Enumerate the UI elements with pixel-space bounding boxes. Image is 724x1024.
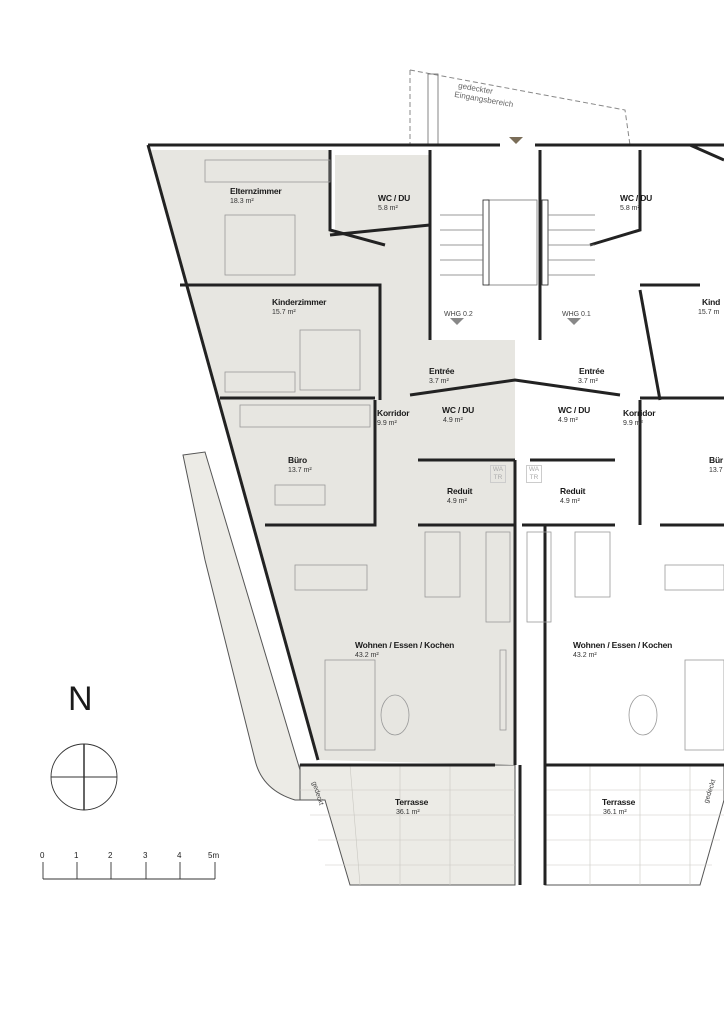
area-buero-right: 13.7 xyxy=(709,467,723,474)
left-unit-floor xyxy=(150,150,515,765)
area-terrasse: 36.1 m² xyxy=(396,809,420,816)
area-wc-du-large: 5.8 m² xyxy=(378,205,398,212)
terrace-tiles xyxy=(300,764,724,886)
area-wc-du-small-right: 4.9 m² xyxy=(558,417,578,424)
walls xyxy=(146,143,724,885)
scale-tick-1: 1 xyxy=(74,851,79,860)
room-terrasse: Terrasse xyxy=(395,797,429,807)
left-terrace-main xyxy=(299,764,516,886)
room-wohnen: Wohnen / Essen / Kochen xyxy=(355,640,455,650)
area-buero: 13.7 m² xyxy=(288,467,312,474)
room-reduit: Reduit xyxy=(447,486,473,496)
compass xyxy=(50,743,118,811)
area-korridor-right: 9.9 m² xyxy=(623,420,643,427)
room-korridor-right: Korridor xyxy=(623,408,656,418)
room-wc-du-small-right: WC / DU xyxy=(558,405,591,415)
area-entree: 3.7 m² xyxy=(429,378,449,385)
staircase xyxy=(440,199,595,286)
area-wohnen: 43.2 m² xyxy=(355,652,379,659)
room-korridor: Korridor xyxy=(377,408,410,418)
room-entree: Entrée xyxy=(429,366,455,376)
furniture xyxy=(204,159,724,751)
area-kinderzimmer: 15.7 m² xyxy=(272,309,296,316)
scale-tick-0: 0 xyxy=(40,851,45,860)
area-wohnen-right: 43.2 m² xyxy=(573,652,597,659)
area-elternzimmer: 18.3 m² xyxy=(230,198,254,205)
room-entree-right: Entrée xyxy=(579,366,605,376)
area-reduit-right: 4.9 m² xyxy=(560,498,580,505)
room-reduit-right: Reduit xyxy=(560,486,586,496)
scale-tick-3: 3 xyxy=(143,851,148,860)
room-buero-right: Bür xyxy=(709,455,724,465)
area-wc-du-small: 4.9 m² xyxy=(443,417,463,424)
room-terrasse-right: Terrasse xyxy=(602,797,636,807)
north-label: N xyxy=(68,680,93,718)
room-elternzimmer: Elternzimmer xyxy=(230,186,282,196)
scale-tick-2: 2 xyxy=(108,851,113,860)
area-kinderzimmer-right: 15.7 m xyxy=(698,309,720,316)
room-kinderzimmer-right: Kind xyxy=(702,297,721,307)
scale-tick-5: 5m xyxy=(208,851,220,860)
room-wc-du-small: WC / DU xyxy=(442,405,475,415)
area-reduit: 4.9 m² xyxy=(447,498,467,505)
room-kinderzimmer: Kinderzimmer xyxy=(272,297,327,307)
area-terrasse-right: 36.1 m² xyxy=(603,809,627,816)
area-wc-du-large-right: 5.8 m² xyxy=(620,205,640,212)
room-buero: Büro xyxy=(288,455,308,465)
whg-left-label: WHG 0.2 xyxy=(444,311,473,318)
right-terrace xyxy=(544,764,724,886)
whg-right-label: WHG 0.1 xyxy=(562,311,591,318)
scale-tick-4: 4 xyxy=(177,851,182,860)
room-wc-du-large: WC / DU xyxy=(378,193,411,203)
area-korridor: 9.9 m² xyxy=(377,420,397,427)
room-wc-du-large-right: WC / DU xyxy=(620,193,653,203)
room-wohnen-right: Wohnen / Essen / Kochen xyxy=(573,640,673,650)
scale-bar xyxy=(42,862,216,880)
area-entree-right: 3.7 m² xyxy=(578,378,598,385)
entrance-marker xyxy=(509,137,523,144)
